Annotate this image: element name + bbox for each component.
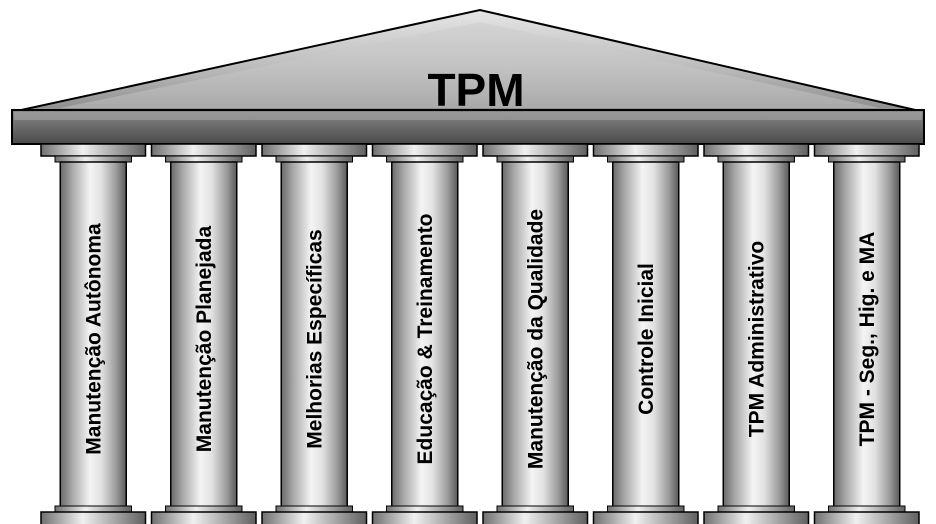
roof-beam-highlight (14, 112, 922, 120)
pillar: Manutenção Autônoma (40, 143, 147, 524)
pillar-base-neck (275, 505, 353, 513)
pillar-capital-neck (275, 155, 353, 163)
pillar-shaft (59, 161, 127, 509)
pillar-capital (371, 143, 478, 157)
pillar-label: Melhorias Específicas (303, 229, 326, 448)
pillar-base-neck (496, 505, 574, 513)
pillar-capital-neck (828, 155, 906, 163)
pillar-shaft (833, 161, 901, 509)
pillar-base (261, 511, 368, 524)
pillar-shaft (170, 161, 238, 509)
pillar-capital-neck (165, 155, 243, 163)
pillar-capital (592, 143, 699, 157)
roof: TPM (11, 8, 925, 145)
pillar-capital-neck (607, 155, 685, 163)
pillar: Manutenção da Qualidade (482, 143, 589, 524)
pillar-base (703, 511, 810, 524)
pillar-shaft (280, 161, 348, 509)
pillar-label: TPM Administrativo (745, 241, 768, 437)
pillar-base (40, 511, 147, 524)
pillar-label: Manutenção da Qualidade (524, 209, 547, 469)
pillar-base-neck (717, 505, 795, 513)
pillar-base (592, 511, 699, 524)
pillar-capital-neck (386, 155, 464, 163)
pillar: TPM - Seg., Hig. e MA (813, 143, 920, 524)
pillar-base-neck (607, 505, 685, 513)
pillar-base-neck (54, 505, 132, 513)
pillar-base (482, 511, 589, 524)
pillar-label: Controle Inicial (635, 263, 658, 415)
pillar: Controle Inicial (592, 143, 699, 524)
pillar-label: TPM - Seg., Hig. e MA (856, 232, 879, 447)
pillar-shaft (391, 161, 459, 509)
pillar: Educação & Treinamento (371, 143, 478, 524)
pillar-label: Manutenção Autônoma (82, 223, 105, 455)
pillar-capital-neck (496, 155, 574, 163)
pillars: Manutenção Autônoma Manutenção Planejada M… (40, 143, 920, 524)
pillar-base (813, 511, 920, 524)
pillar-capital (150, 143, 257, 157)
pillar-label: Educação & Treinamento (414, 214, 437, 465)
pillar-base-neck (386, 505, 464, 513)
pillar-capital (261, 143, 368, 157)
pillar-capital-neck (54, 155, 132, 163)
pillar-base-neck (165, 505, 243, 513)
pillar-capital-neck (717, 155, 795, 163)
pillar: Melhorias Específicas (261, 143, 368, 524)
pillar-base (150, 511, 257, 524)
pillar-capital (813, 143, 920, 157)
pillar-base (371, 511, 478, 524)
pillar-capital (703, 143, 810, 157)
pillar-capital (40, 143, 147, 157)
pillar: TPM Administrativo (703, 143, 810, 524)
pillar: Manutenção Planejada (150, 143, 257, 524)
pillar-shaft (501, 161, 569, 509)
diagram-title: TPM (427, 64, 524, 116)
pillar-base-neck (828, 505, 906, 513)
pillar-label: Manutenção Planejada (193, 225, 216, 452)
roof-inner-shade (60, 22, 880, 108)
pillar-capital (482, 143, 589, 157)
